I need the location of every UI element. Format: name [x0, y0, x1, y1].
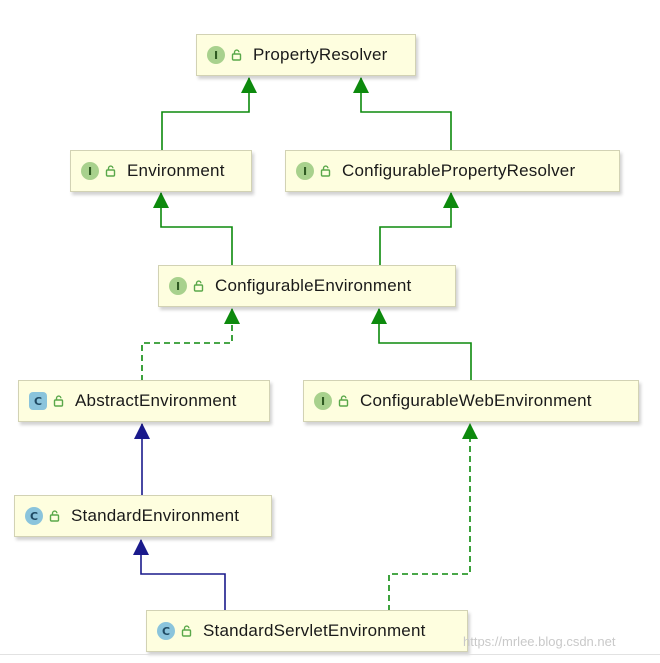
edge-configurable-environment-to-configurable-property-resolver [379, 193, 452, 266]
interface-icon: I [81, 162, 99, 180]
arrowhead-property-resolver-left [241, 77, 257, 93]
node-label: StandardEnvironment [71, 506, 240, 525]
arrowhead-standard-environment [133, 539, 149, 555]
node-configurable-web-environment[interactable]: I ConfigurableWebEnvironment [303, 380, 639, 422]
arrowhead-configurable-environment-left [224, 308, 240, 324]
lock-icon [49, 510, 60, 522]
lock-icon [181, 625, 192, 637]
node-label: ConfigurableEnvironment [215, 276, 412, 295]
node-label: StandardServletEnvironment [203, 621, 426, 640]
node-label: PropertyResolver [253, 45, 388, 64]
arrowhead-configurable-web-environment [462, 423, 478, 439]
edge-configurable-property-resolver-to-property-resolver [360, 78, 452, 153]
node-label: AbstractEnvironment [75, 391, 237, 410]
watermark-text: https://mrlee.blog.csdn.net [463, 634, 616, 649]
node-label: ConfigurableWebEnvironment [360, 391, 592, 410]
edge-configurable-web-environment-to-configurable-environment [378, 309, 472, 381]
node-standard-environment[interactable]: C StandardEnvironment [14, 495, 272, 537]
lock-icon [320, 165, 331, 177]
edge-environment-to-property-resolver [161, 78, 250, 153]
lock-icon [338, 395, 349, 407]
interface-icon: I [207, 46, 225, 64]
edge-standard-servlet-environment-to-configurable-web-environment [388, 424, 471, 611]
arrowhead-abstract-environment [134, 423, 150, 439]
edge-abstract-environment-to-configurable-environment [141, 309, 233, 381]
lock-icon [53, 395, 64, 407]
node-abstract-environment[interactable]: C AbstractEnvironment [18, 380, 270, 422]
class-icon: C [157, 622, 175, 640]
node-standard-servlet-environment[interactable]: C StandardServletEnvironment [146, 610, 468, 652]
node-label: ConfigurablePropertyResolver [342, 161, 576, 180]
abstract-class-icon: C [29, 392, 47, 410]
node-label: Environment [127, 161, 225, 180]
edge-configurable-environment-to-environment [160, 193, 233, 266]
edge-standard-servlet-environment-to-standard-environment [140, 540, 226, 611]
bottom-divider [0, 654, 660, 655]
arrowhead-configurable-property-resolver [443, 192, 459, 208]
interface-icon: I [169, 277, 187, 295]
node-environment[interactable]: I Environment [70, 150, 252, 192]
interface-icon: I [314, 392, 332, 410]
node-configurable-property-resolver[interactable]: I ConfigurablePropertyResolver [285, 150, 620, 192]
lock-icon [193, 280, 204, 292]
arrowhead-property-resolver-right [353, 77, 369, 93]
lock-icon [105, 165, 116, 177]
node-property-resolver[interactable]: I PropertyResolver [196, 34, 416, 76]
arrowhead-configurable-environment-right [371, 308, 387, 324]
arrowhead-environment [153, 192, 169, 208]
interface-icon: I [296, 162, 314, 180]
lock-icon [231, 49, 242, 61]
class-icon: C [25, 507, 43, 525]
node-configurable-environment[interactable]: I ConfigurableEnvironment [158, 265, 456, 307]
